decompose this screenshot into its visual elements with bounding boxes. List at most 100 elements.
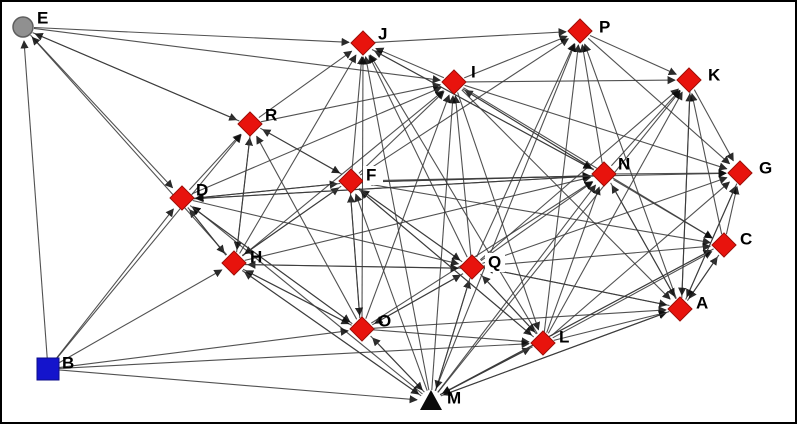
node-F[interactable] [338,168,364,194]
edge-L-P [543,44,582,333]
edge-H-Q [244,263,459,273]
edge-E-J [33,26,350,47]
edge-F-Q [358,188,461,261]
edge-Q-C [482,242,711,267]
node-O[interactable] [349,316,375,342]
edge-I-A [461,89,671,300]
node-label-K: K [708,65,721,84]
node-G[interactable] [727,160,753,186]
edge-F-P [359,38,569,176]
edge-I-L [457,92,541,331]
edge-M-F [354,193,428,391]
edge-N-F [364,175,594,186]
label-background-F [363,166,383,185]
edge-H-N [244,175,592,261]
node-label-M: M [447,388,461,407]
edge-B-O [58,327,349,369]
node-I[interactable] [441,69,467,95]
node-label-B: B [62,353,74,372]
edge-R-I [260,82,442,123]
edge-B-M [58,369,418,404]
edge-O-I [365,94,451,319]
edge-B-D [54,208,174,361]
node-label-I: I [471,62,476,81]
edge-Q-O [374,273,464,324]
edge-B-H [57,269,223,365]
edge-L-N [546,186,601,333]
node-K[interactable] [676,67,702,93]
edge-H-O [242,268,350,325]
node-A[interactable] [667,296,693,322]
edge-D-I [191,86,442,195]
edge-P-G [587,37,731,165]
edge-L-J [369,54,538,334]
edge-Q-I [452,95,472,257]
edge-N-A [610,182,675,297]
edge-F-J [351,56,366,171]
node-label-Q: Q [488,252,501,271]
node-label-A: A [696,293,708,312]
edge-M-P [434,43,576,392]
edge-C-A [688,254,720,299]
node-label-N: N [618,154,630,173]
edge-O-A [372,306,667,329]
edge-I-P [463,35,568,79]
node-Q[interactable] [459,254,485,280]
node-M[interactable] [420,390,442,410]
edge-F-L [358,188,533,336]
edge-F-I [358,91,445,174]
edge-D-O [189,205,351,323]
edge-O-M [370,335,423,391]
node-N[interactable] [591,161,617,187]
edge-Q-P [476,42,575,258]
node-label-H: H [250,247,262,266]
edge-B-L [58,339,530,369]
node-B[interactable] [36,357,60,381]
edge-R-J [258,50,353,119]
node-label-E: E [37,8,48,27]
node-label-C: C [740,229,752,248]
edge-D-R [188,133,242,191]
edge-O-N [371,181,593,324]
edge-H-E [31,36,228,256]
node-H[interactable] [221,250,247,276]
edge-Q-L [480,273,536,333]
edge-I-G [464,84,728,171]
edge-N-P [579,43,603,164]
edge-M-N [437,184,596,393]
edge-J-P [373,28,567,43]
edge-Q-K [479,88,680,261]
edge-F-D [195,182,341,202]
edge-F-O [349,192,364,316]
edge-B-R [54,134,242,361]
node-R[interactable] [237,111,263,137]
node-label-P: P [599,17,610,36]
edge-P-K [589,34,677,76]
node-C[interactable] [711,232,737,258]
label-background-Q [485,253,505,272]
edge-Q-A [482,267,668,308]
edge-I-K [464,76,676,85]
edge-O-L [372,329,530,346]
node-E[interactable] [12,16,34,38]
node-L[interactable] [530,330,556,356]
node-D[interactable] [169,185,195,211]
edge-M-I [431,95,457,391]
node-label-J: J [378,24,387,43]
edge-F-H [244,185,342,255]
node-label-F: F [366,165,376,184]
node-label-R: R [265,105,277,124]
edge-H-J [239,54,357,254]
nodes-layer [12,16,753,410]
edge-R-F [260,127,341,174]
edge-L-A [553,310,668,341]
edge-L-G [550,181,731,337]
edge-B-E [20,40,48,359]
edge-Q-M [434,277,471,389]
node-P[interactable] [567,18,593,44]
edge-N-D [195,175,594,203]
node-J[interactable] [350,30,376,56]
edge-D-Q [192,199,460,267]
edge-K-G [693,89,734,162]
